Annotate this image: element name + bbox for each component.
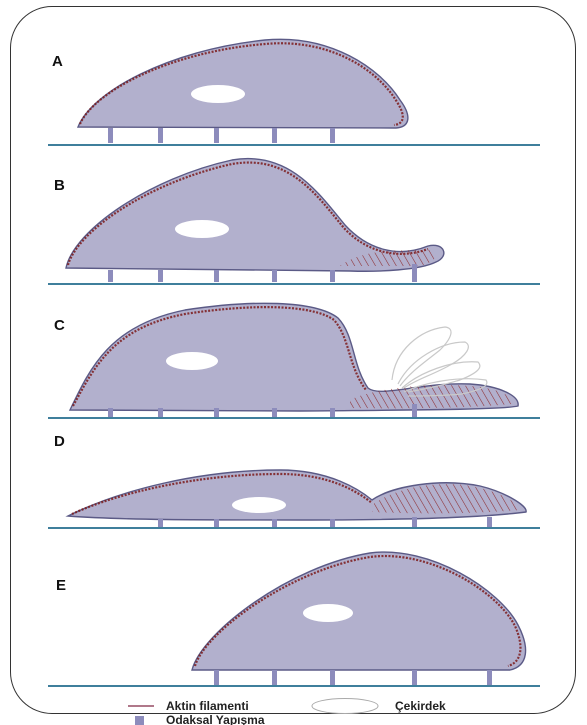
legend-item-adhesion: Odaksal Yapışma	[135, 713, 265, 725]
focal-adhesion	[272, 519, 277, 528]
legend-item-nucleus: Çekirdek	[312, 699, 446, 714]
panel-c: C	[48, 303, 540, 418]
panel-label-d: D	[54, 433, 65, 450]
focal-adhesion	[412, 670, 417, 685]
legend-label-adhesion: Odaksal Yapışma	[166, 713, 265, 725]
focal-adhesion	[330, 519, 335, 528]
nucleus-e	[303, 604, 353, 622]
leading-edge-actin-d	[372, 484, 520, 513]
nucleus-a	[191, 85, 245, 103]
focal-adhesion	[412, 404, 417, 418]
focal-adhesion	[412, 264, 417, 282]
focal-adhesion	[214, 670, 219, 685]
focal-adhesion	[330, 408, 335, 418]
focal-adhesion	[108, 128, 113, 143]
focal-adhesion	[214, 128, 219, 143]
nucleus-legend-swatch	[312, 699, 378, 714]
cell-body-e	[192, 552, 526, 670]
panel-b: B	[48, 159, 540, 284]
legend-item-actin: Aktin filamenti	[128, 699, 249, 713]
focal-adhesion	[158, 408, 163, 418]
panel-label-e: E	[56, 577, 66, 594]
focal-adhesion	[272, 128, 277, 143]
focal-adhesion	[330, 128, 335, 143]
panel-a: A	[48, 39, 540, 145]
focal-adhesion	[158, 270, 163, 282]
panel-label-c: C	[54, 317, 65, 334]
panel-e: E	[48, 552, 540, 686]
focal-adhesion	[487, 670, 492, 685]
legend: Aktin filamenti Çekirdek Odaksal Yapışma	[128, 699, 446, 725]
focal-adhesion	[272, 670, 277, 685]
focal-adhesion	[214, 408, 219, 418]
focal-adhesion	[158, 519, 163, 528]
focal-adhesion	[330, 670, 335, 685]
legend-label-nucleus: Çekirdek	[395, 699, 446, 713]
nucleus-c	[166, 352, 218, 370]
nucleus-d	[232, 497, 286, 513]
focal-adhesion	[158, 128, 163, 143]
legend-label-actin: Aktin filamenti	[166, 699, 249, 713]
focal-adhesion	[487, 517, 492, 528]
focal-adhesion	[108, 270, 113, 282]
panel-d: D	[48, 433, 540, 528]
adhesion-group-e	[214, 670, 492, 685]
nucleus-b	[175, 220, 229, 238]
panel-label-a: A	[52, 53, 63, 70]
focal-adhesion	[330, 270, 335, 282]
adhesion-group-a	[108, 128, 335, 143]
focal-adhesion	[272, 270, 277, 282]
membrane-ruffle	[392, 327, 451, 386]
adhesion-legend-swatch	[135, 716, 144, 725]
focal-adhesion	[214, 270, 219, 282]
focal-adhesion	[108, 408, 113, 418]
focal-adhesion	[412, 517, 417, 528]
focal-adhesion	[214, 519, 219, 528]
cell-body-a	[78, 39, 408, 128]
panel-label-b: B	[54, 177, 65, 194]
focal-adhesion	[272, 408, 277, 418]
